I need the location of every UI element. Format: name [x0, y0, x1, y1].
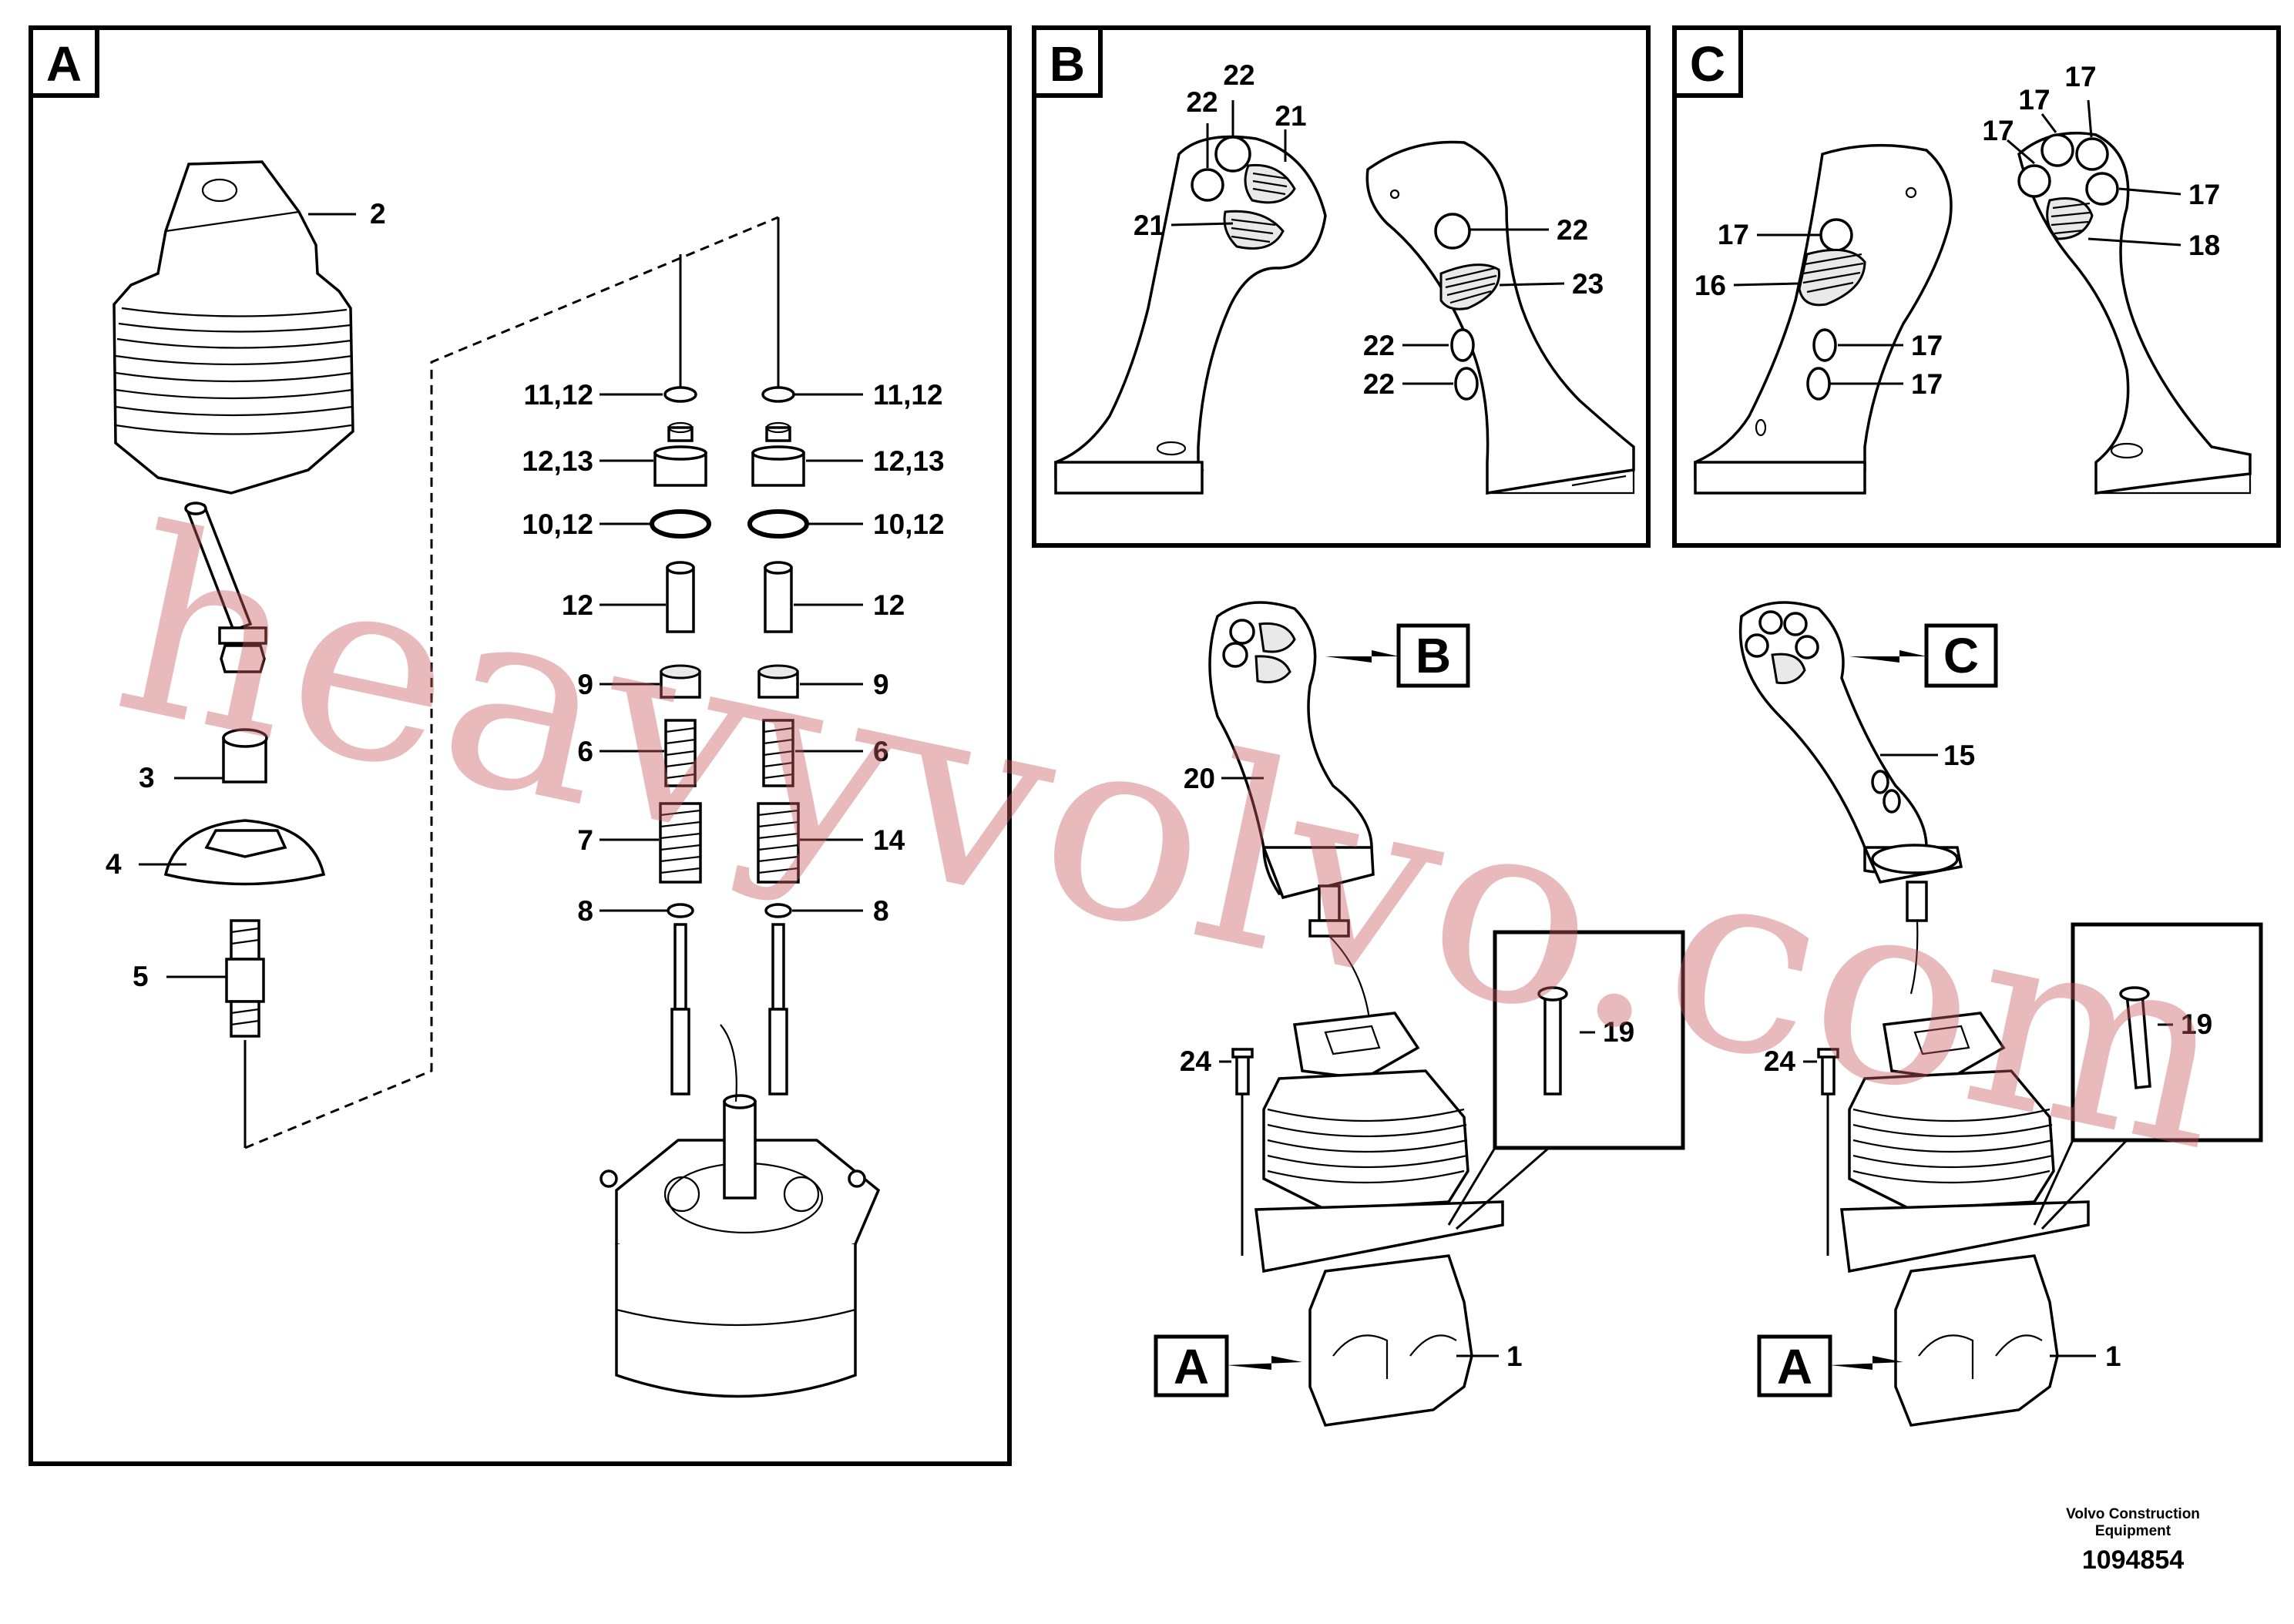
callout-1-mid: 1 [1506, 1340, 1523, 1372]
ref-a-right-label: A [1777, 1339, 1812, 1394]
left-stack [650, 386, 711, 1096]
drawing-number: 1094854 [2082, 1545, 2184, 1575]
callout-20: 20 [1184, 763, 1215, 794]
callout-24-mid: 24 [1180, 1045, 1212, 1077]
ref-c-label: C [1943, 628, 1979, 683]
callout-b-21b: 21 [1134, 210, 1165, 241]
universal-joint [225, 919, 265, 1038]
callout-c-17b: 17 [2018, 84, 2050, 116]
right-stack [747, 386, 809, 1096]
callout-24-right: 24 [1764, 1045, 1796, 1077]
valve-housing [600, 1024, 881, 1398]
callout-b-22b: 22 [1186, 86, 1218, 118]
callout-19-mid: 19 [1603, 1016, 1634, 1048]
callout-b-22e: 22 [1363, 368, 1395, 400]
callout-c-17c: 17 [2064, 61, 2096, 92]
callout-b-22d: 22 [1363, 330, 1395, 361]
callout-right-10-12: 10,12 [873, 508, 945, 540]
callout-c-16: 16 [1694, 270, 1726, 301]
callout-left-6: 6 [577, 736, 593, 767]
callout-left-12: 12 [562, 589, 593, 621]
callout-box-19-b [1447, 930, 1685, 1230]
view-a-frame: A [29, 25, 1012, 1466]
rubber-boot [113, 160, 354, 495]
callout-c-17a: 17 [1982, 115, 2014, 146]
callout-15: 15 [1943, 740, 1975, 771]
callout-b-22a: 22 [1223, 59, 1254, 91]
callout-right-12-13: 12,13 [873, 445, 945, 477]
view-a-tag: A [46, 36, 82, 92]
callout-3: 3 [139, 762, 155, 794]
bushing-part [222, 728, 268, 783]
maker-line-1: Volvo Construction [2066, 1506, 2200, 1522]
assembly-b-base [1231, 1012, 1504, 1427]
callout-c-17g: 17 [1911, 368, 1943, 400]
callout-left-11-12: 11,12 [523, 379, 593, 411]
callout-c-17d: 17 [2188, 179, 2220, 210]
ref-box-b: B [1325, 623, 1470, 688]
callout-2: 2 [370, 198, 386, 230]
callout-c-17f: 17 [1911, 330, 1943, 361]
ref-box-a-mid: A [1154, 1334, 1302, 1398]
callout-4: 4 [106, 848, 122, 880]
ref-box-a-right: A [1757, 1334, 1903, 1398]
handle-b-back [1365, 140, 1635, 495]
maker-line-2: Equipment [2095, 1523, 2171, 1539]
callout-right-8: 8 [873, 895, 889, 927]
callout-box-19-c [2033, 922, 2263, 1230]
handle-b-front [1054, 135, 1327, 495]
callout-right-14: 14 [873, 824, 905, 856]
callout-left-8: 8 [577, 895, 593, 927]
assembly-c-base [1817, 1012, 2090, 1427]
assembly-c-handle [1738, 601, 1963, 995]
callout-5: 5 [133, 961, 149, 992]
drawing-info: Volvo Construction Equipment 1094854 [2066, 1506, 2200, 1575]
callout-left-10-12: 10,12 [522, 508, 593, 540]
assembly-b-handle [1208, 601, 1375, 1025]
callout-19-right: 19 [2181, 1008, 2212, 1040]
view-c-tag: C [1690, 36, 1725, 92]
callout-b-21a: 21 [1275, 100, 1306, 132]
plate-part [163, 819, 326, 886]
view-b-tag: B [1050, 36, 1085, 92]
ref-b-label: B [1416, 628, 1451, 683]
callout-1-right: 1 [2105, 1340, 2121, 1372]
callout-left-7: 7 [577, 824, 593, 856]
ref-box-c: C [1849, 623, 1998, 688]
handle-c-front [2017, 132, 2252, 495]
ref-a-mid-label: A [1174, 1339, 1209, 1394]
callout-right-6: 6 [873, 736, 889, 767]
callout-c-18: 18 [2188, 230, 2220, 261]
watermark: heavyvolvo.com [96, 473, 2253, 1208]
callout-left-12-13: 12,13 [522, 445, 593, 477]
view-c-frame: C [1672, 25, 2281, 548]
handle-c-back [1694, 143, 1953, 495]
view-b-frame: B [1032, 25, 1651, 548]
callout-b-22c: 22 [1557, 214, 1588, 246]
callout-left-9: 9 [577, 669, 593, 700]
control-shaft [184, 502, 267, 673]
callout-right-9: 9 [873, 669, 889, 700]
callout-right-11-12: 11,12 [873, 379, 943, 411]
callout-right-12: 12 [873, 589, 905, 621]
callout-c-17e: 17 [1718, 219, 1749, 250]
callout-b-23: 23 [1572, 268, 1604, 300]
